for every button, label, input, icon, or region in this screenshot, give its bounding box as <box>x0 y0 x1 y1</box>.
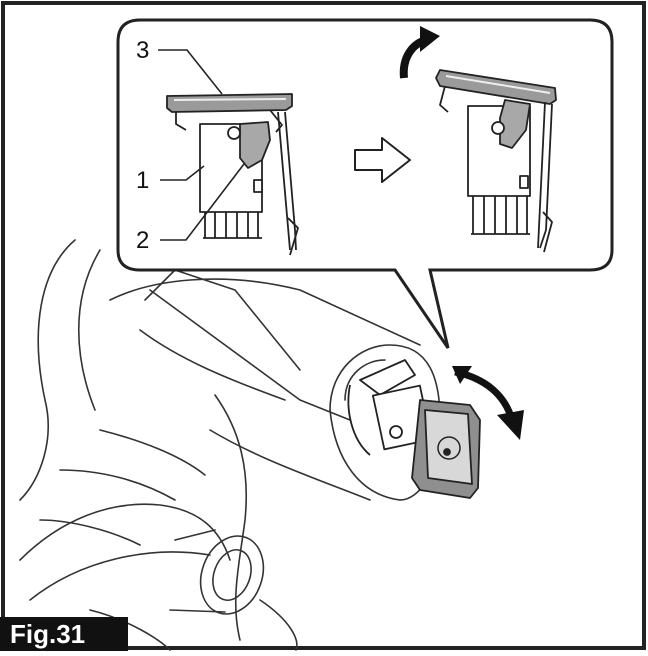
callout-number-3: 3 <box>136 37 149 64</box>
brush-holder-cap-installed <box>347 359 481 499</box>
callout-bubble <box>116 18 614 349</box>
callout-leaders <box>158 49 245 241</box>
figure-label: Fig.31 <box>0 617 128 651</box>
brush-assembly-left <box>166 93 299 256</box>
lift-arrow-icon <box>399 26 440 79</box>
tool-body-sketch <box>19 239 441 651</box>
callout-number-1: 1 <box>136 167 149 194</box>
callout-number-2: 2 <box>136 227 149 254</box>
rotation-arrow-icon <box>452 366 524 440</box>
transition-arrow-icon <box>354 137 411 183</box>
brush-assembly-right <box>435 69 557 253</box>
